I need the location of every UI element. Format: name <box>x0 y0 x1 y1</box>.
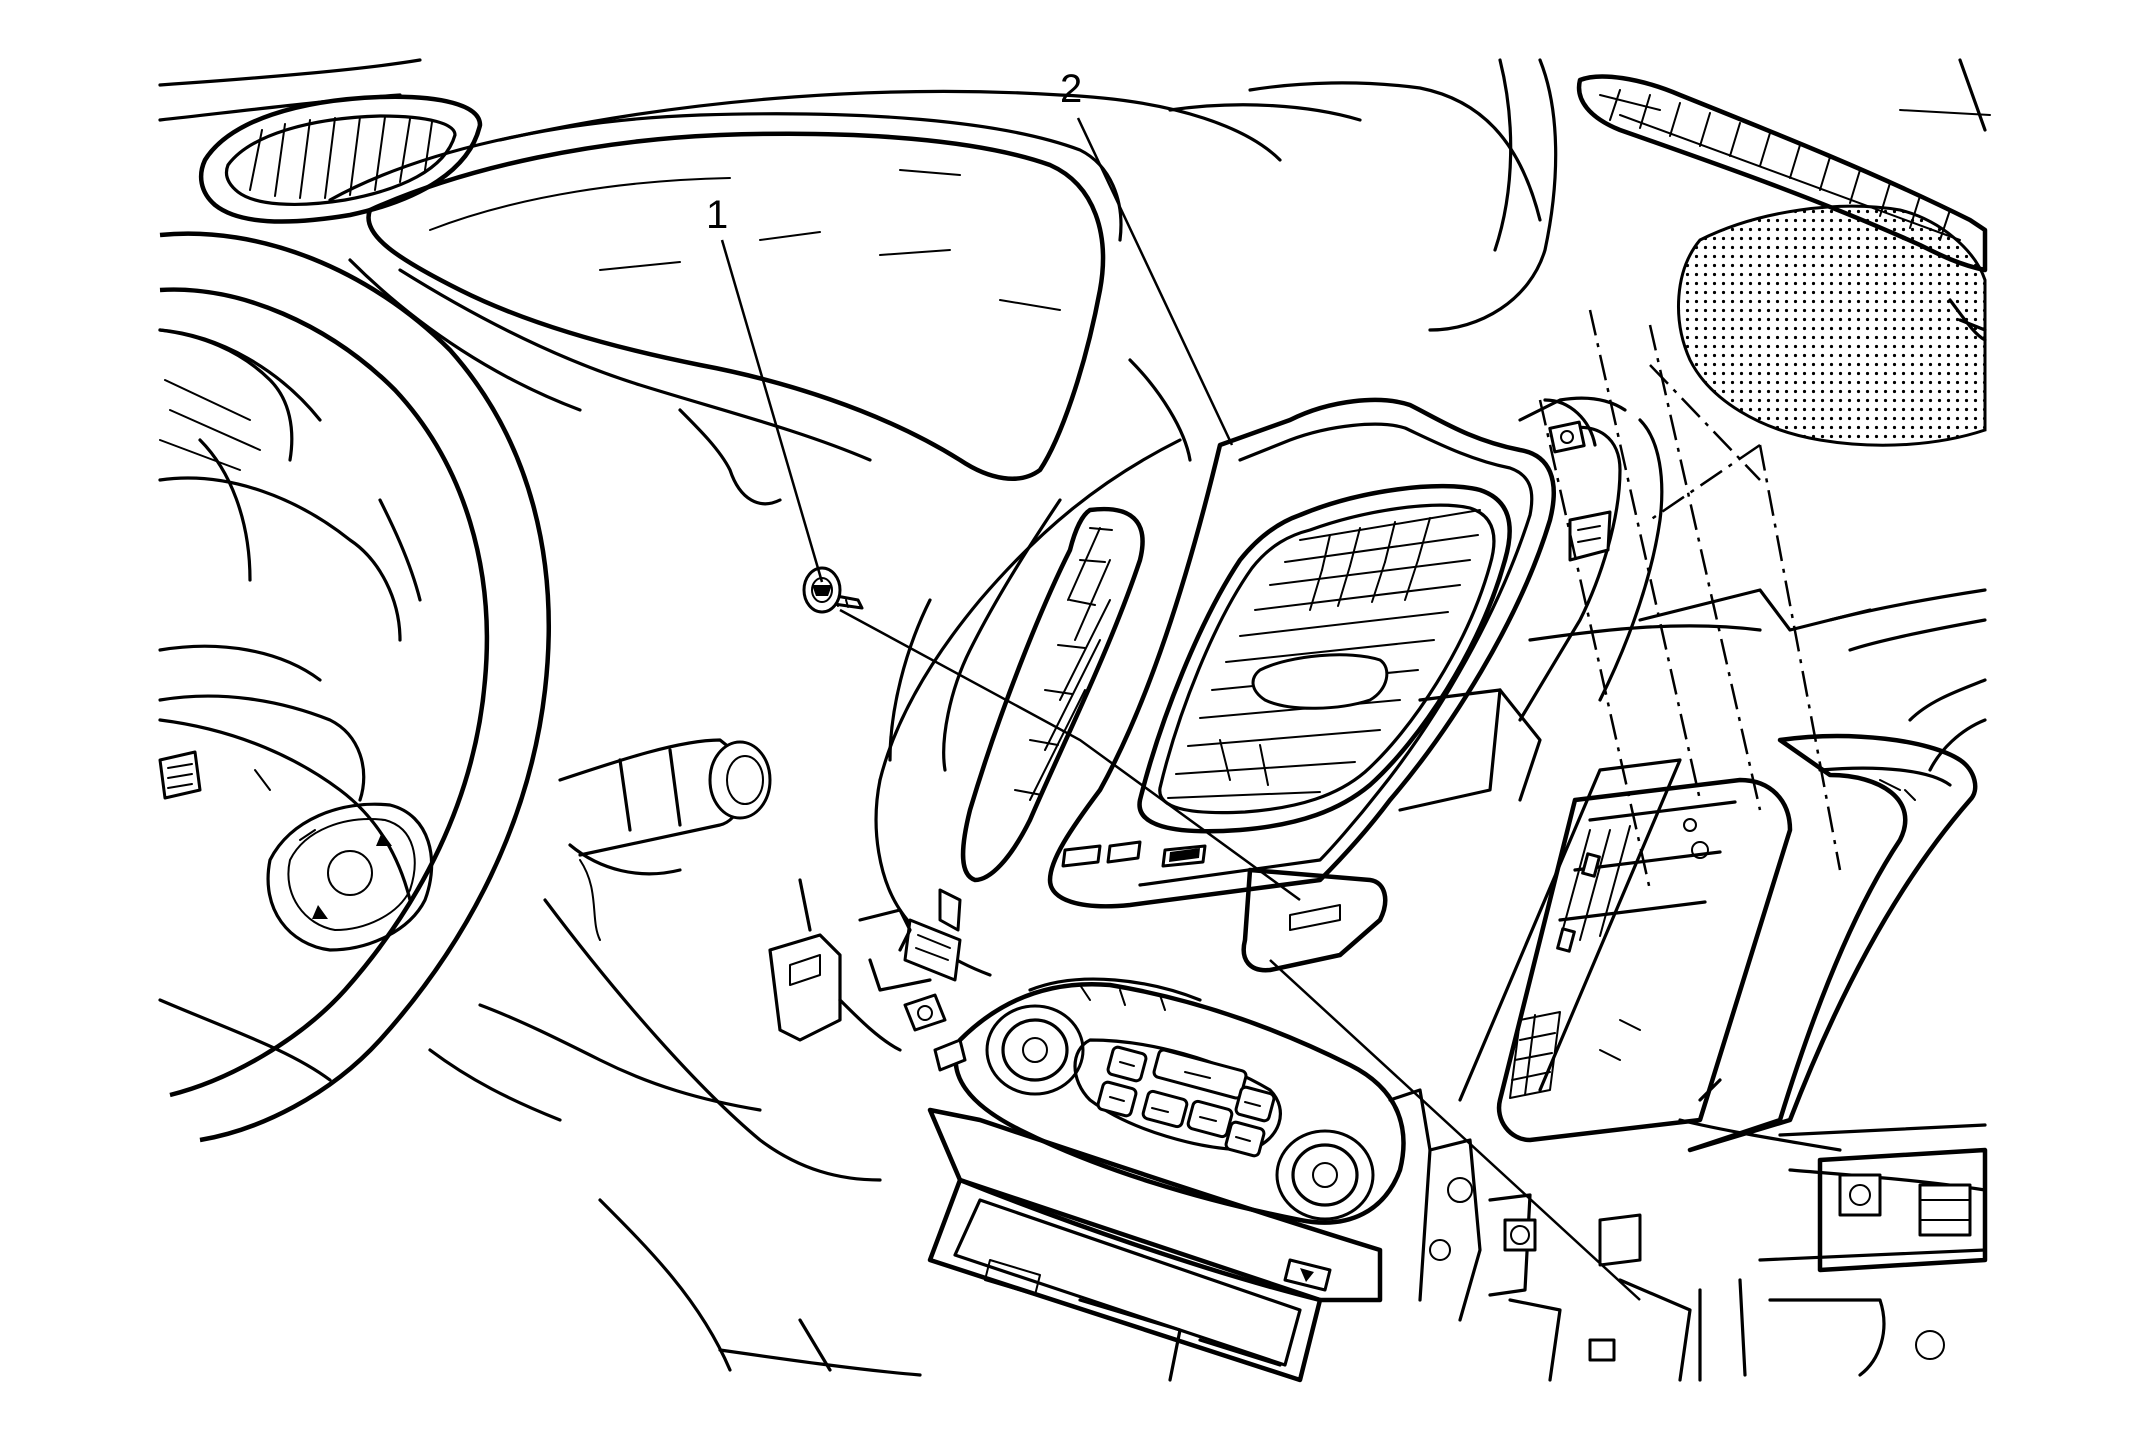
right-dash-speaker <box>1576 74 1988 447</box>
callout-1-assembly-line-2 <box>1269 959 1641 1301</box>
callout-2-label: 2 <box>1060 67 1082 111</box>
bolt-fastener <box>802 566 864 614</box>
phantom-lines <box>1538 309 1842 891</box>
center-stack-radio <box>1458 588 1987 1152</box>
callout-1-label: 1 <box>706 193 728 237</box>
right-lower-dash <box>1687 678 1988 1382</box>
callout-2-leader <box>1076 117 1234 446</box>
steering-wheel-hub <box>158 694 434 952</box>
upper-dash <box>158 58 1991 332</box>
callout-leaders <box>720 117 1641 1301</box>
center-air-outlet-bezel <box>1047 396 1664 973</box>
wiper-stalk <box>558 738 772 941</box>
left-lower-bracket <box>768 878 967 1072</box>
center-bezel <box>874 358 1192 982</box>
lower-center-stack <box>927 1088 1692 1383</box>
callout-1-assembly-line <box>839 608 1301 902</box>
left-air-vent <box>198 94 483 224</box>
left-dash-lower <box>158 328 922 1377</box>
callout-1-leader <box>720 239 824 583</box>
